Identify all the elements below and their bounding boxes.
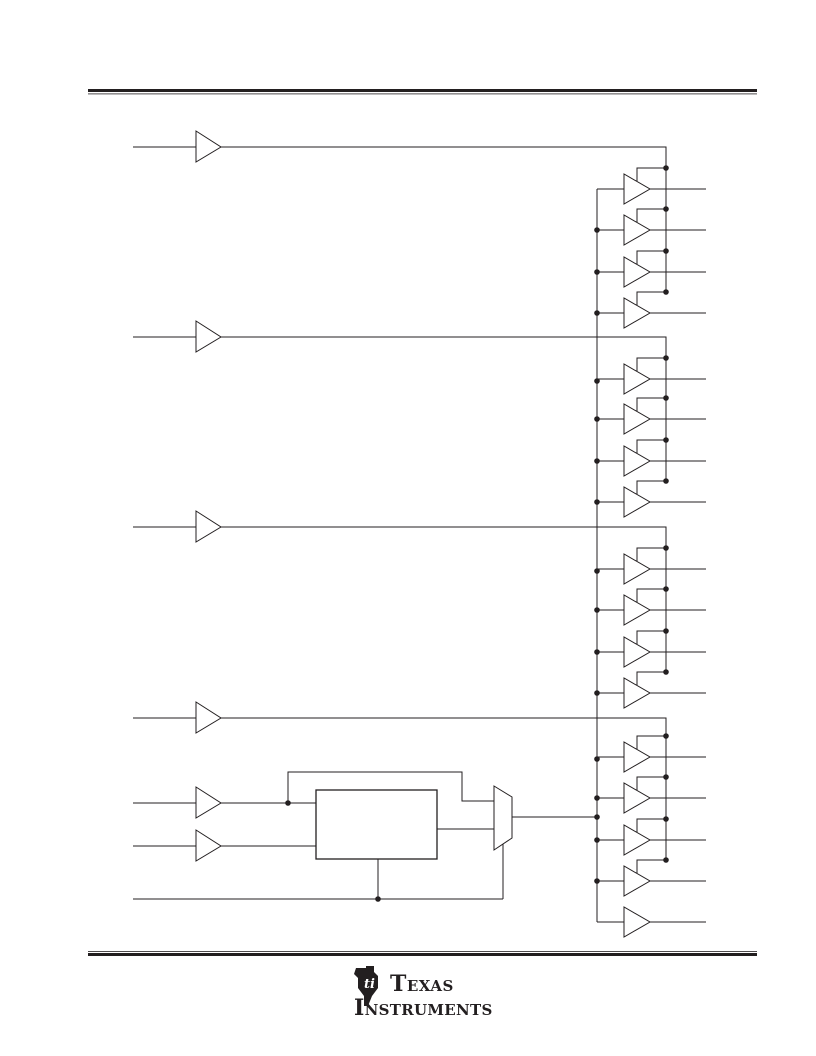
junction-dot bbox=[594, 568, 600, 574]
junction-dot bbox=[594, 499, 600, 505]
output-buffer bbox=[623, 636, 652, 668]
output-buffer-enable-wire bbox=[636, 291, 666, 305]
ti-logo-icon: ti bbox=[354, 966, 378, 1006]
junction-dot bbox=[594, 269, 600, 275]
output-buffer-enable-wire bbox=[636, 735, 666, 749]
junction-dot bbox=[594, 378, 600, 384]
output-buffer-enable-wire bbox=[636, 630, 666, 644]
output-buffer-enable-wire bbox=[636, 480, 666, 494]
junction-dot bbox=[663, 545, 669, 551]
output-buffer bbox=[623, 553, 652, 585]
output-buffer-enable-wire bbox=[636, 208, 666, 222]
junction-dot bbox=[594, 310, 600, 316]
input-buffer-bank-2 bbox=[133, 320, 667, 482]
output-buffer bbox=[623, 741, 652, 773]
footer-rule bbox=[88, 951, 757, 956]
output-buffer bbox=[623, 906, 652, 938]
junction-dot bbox=[663, 206, 669, 212]
junction-dot bbox=[663, 289, 669, 295]
output-buffer-enable-wire bbox=[636, 439, 666, 453]
output-buffer-enable-wire bbox=[636, 397, 666, 411]
junction-dot bbox=[663, 733, 669, 739]
output-buffer-enable-wire bbox=[636, 859, 666, 873]
output-buffer-enable-wire bbox=[636, 588, 666, 602]
input-buffer-bank-4 bbox=[133, 701, 667, 860]
output-buffer-enable-wire bbox=[636, 671, 666, 685]
input-buffer-bank-3 bbox=[133, 510, 667, 673]
junction-dot bbox=[594, 878, 600, 884]
output-buffer bbox=[623, 782, 652, 814]
output-buffer bbox=[623, 865, 652, 897]
output-buffer bbox=[623, 824, 652, 856]
output-buffer bbox=[623, 297, 652, 329]
junction-dot bbox=[594, 458, 600, 464]
select-line bbox=[133, 844, 504, 902]
output-buffer bbox=[623, 403, 652, 435]
output-buffer-enable-wire bbox=[636, 357, 666, 371]
output-multiplexer bbox=[493, 785, 513, 851]
output-buffer bbox=[623, 256, 652, 288]
junction-dot bbox=[663, 437, 669, 443]
junction-dot bbox=[663, 628, 669, 634]
junction-dot bbox=[594, 227, 600, 233]
junction-dot bbox=[663, 165, 669, 171]
junction-dot bbox=[594, 416, 600, 422]
junction-dot bbox=[594, 690, 600, 696]
junction-dot bbox=[594, 837, 600, 843]
wordmark-line-2: INSTRUMENTS bbox=[354, 995, 493, 1021]
output-buffer-enable-wire bbox=[636, 818, 666, 832]
junction-dot bbox=[663, 586, 669, 592]
junction-dot bbox=[663, 816, 669, 822]
output-buffer-enable-wire bbox=[636, 250, 666, 264]
header-rule bbox=[88, 89, 757, 95]
output-buffer-enable-wire bbox=[636, 167, 666, 181]
junction-dot bbox=[594, 607, 600, 613]
junction-dot bbox=[594, 649, 600, 655]
junction-dot bbox=[663, 355, 669, 361]
output-buffer-array bbox=[594, 165, 706, 938]
input-buffer-bank-1 bbox=[133, 130, 667, 292]
logic-block bbox=[315, 789, 438, 860]
output-buffer bbox=[623, 445, 652, 477]
junction-dot bbox=[594, 795, 600, 801]
junction-dot bbox=[663, 857, 669, 863]
junction-dot bbox=[663, 669, 669, 675]
input-buffer-control-b bbox=[133, 829, 316, 862]
company-wordmark: TEXAS INSTRUMENTS bbox=[354, 971, 493, 1019]
junction-dot bbox=[594, 756, 600, 762]
output-buffer bbox=[623, 486, 652, 518]
output-buffer bbox=[623, 214, 652, 246]
output-buffer-enable-wire bbox=[636, 547, 666, 561]
wordmark-line-1: TEXAS bbox=[390, 971, 454, 997]
junction-dot bbox=[663, 774, 669, 780]
junction-dot bbox=[663, 248, 669, 254]
output-buffer bbox=[623, 173, 652, 205]
output-buffer bbox=[623, 677, 652, 709]
junction-dot bbox=[594, 814, 600, 820]
junction-dot bbox=[663, 478, 669, 484]
output-buffer bbox=[623, 363, 652, 395]
svg-text:ti: ti bbox=[364, 977, 375, 992]
input-buffer-control-a bbox=[133, 771, 494, 819]
output-buffer-enable-wire bbox=[636, 776, 666, 790]
output-buffer bbox=[623, 594, 652, 626]
junction-dot bbox=[663, 395, 669, 401]
